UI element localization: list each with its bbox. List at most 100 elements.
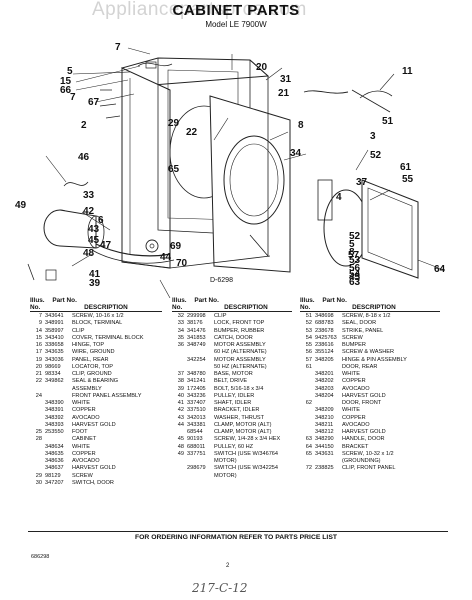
callout-number: 53 [349,255,361,266]
part-no-cell: 9425763 [315,334,337,341]
illus-no-cell [300,415,315,422]
part-no-cell: 348209 [315,407,334,414]
part-no-cell: 337751 [187,450,206,457]
table-row: 348209 WHITE [300,407,440,414]
callout-number: 5 [349,239,355,250]
part-no-cell: 348634 [45,443,64,450]
illus-no-cell: 30 [35,479,42,486]
part-no-cell: 348636 [45,458,64,464]
part-no-cell: 348991 [45,320,64,327]
part-no-cell: 348202 [315,378,334,385]
description-header: DESCRIPTION [84,304,128,311]
callout-number: 61 [400,162,412,173]
callout-number: 2 [81,120,87,131]
part-no-cell: 68544 [187,429,203,435]
callout-number: 66 [60,85,72,96]
handwritten-note: 217-C-12 [192,581,248,595]
illus-no-cell [300,458,315,465]
callout-number: 20 [256,62,268,73]
description-cell: SCREW, 8-18 x 1/2 [342,313,391,319]
description-cell: FRONT PANEL ASSEMBLY [72,392,142,399]
illus-no-cell: 33 [177,320,184,327]
description-cell: LOCATOR, TOP [72,363,113,370]
illus-no-cell: 53 [305,327,312,334]
illus-no-cell [300,429,315,436]
callout-number: 8 [349,247,355,258]
illus-no-cell: 34 [177,327,184,334]
part-no-cell: 343410 [45,334,64,341]
description-cell: MOTOR) [214,458,237,464]
illus-no-cell: 29 [35,472,42,479]
part-no-cell: 348780 [187,371,206,377]
illus-no-cell: 62 [305,400,312,406]
part-no-cell: 343631 [315,450,334,457]
illus-no-cell: 43 [177,414,184,421]
part-no-header: Part No. [194,297,219,304]
illus-no-cell [172,364,187,371]
part-no-header: Part No. [322,297,347,304]
part-no-cell: 337510 [187,407,206,414]
description-cell: SHAFT, IDLER [214,400,252,406]
callout-number: 45 [88,235,100,246]
illus-no-cell: 40 [177,392,184,399]
description-cell: STRIKE, PANEL [342,327,384,334]
illus-no-cell: 38 [177,378,184,385]
illus-no-cell: 25 [35,429,42,435]
footer-divider [28,531,448,532]
description-cell: COPPER [342,414,366,421]
illus-no-cell: 21 [35,371,42,377]
illus-no-cell: 19 [35,356,42,363]
illus-no-cell [30,407,45,414]
illus-no-cell: 52 [305,320,312,327]
callout-number: 55 [402,174,414,185]
illus-no-cell: 14 [35,327,42,334]
page-title: CABINET PARTS [172,2,300,19]
description-cell: SCREW, 10-32 x 1/2 [342,450,394,457]
callout-number: 43 [88,224,100,235]
description-cell: HARVEST GOLD [342,429,386,435]
part-no-cell: 98334 [45,371,61,377]
callout-number: 6 [98,215,104,226]
callout-number: 57 [348,250,360,261]
callout-number: 39 [89,278,101,289]
part-no-cell: 341241 [187,378,206,385]
callout-number: 65 [168,164,180,175]
illus-no-cell: 49 [177,450,184,457]
description-header: DESCRIPTION [352,304,396,311]
description-cell: HARVEST GOLD [72,465,116,472]
part-no-cell: 348392 [45,414,64,421]
illus-no-cell: 35 [177,334,184,341]
description-cell: WHITE [72,400,91,406]
illus-no-cell [300,393,315,400]
callout-number: 64 [434,264,446,275]
part-no-cell: 98669 [45,363,61,370]
description-cell: AVOCADO [72,414,100,421]
part-no-cell: 344150 [315,443,334,450]
illus-no-cell [300,371,315,378]
description-cell: SCREW, 1/4-28 x 3/4 HEX [214,436,281,443]
description-cell: WHITE [342,407,361,414]
description-cell: WHITE [342,371,361,377]
description-cell: FOOT [72,429,88,435]
table-row: ASSEMBLY [30,386,162,393]
